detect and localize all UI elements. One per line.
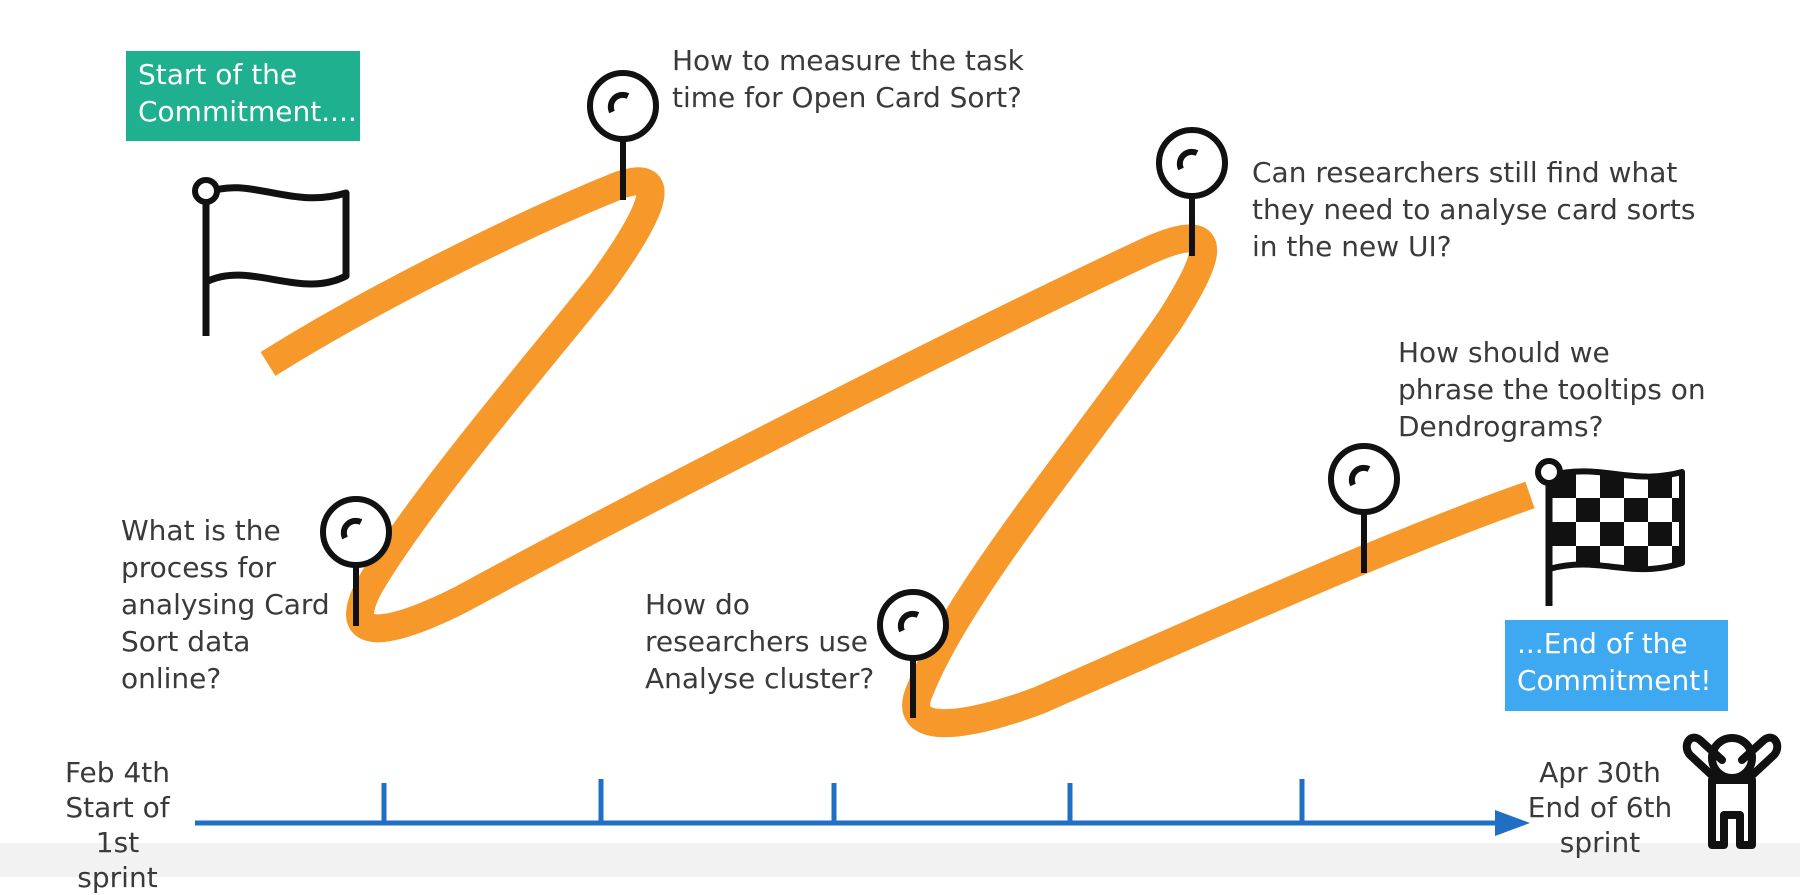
map-pin-icon (320, 496, 392, 626)
map-pin-icon (587, 70, 659, 200)
question-label: What is the process for analysing Card S… (121, 514, 330, 695)
timeline-start-label: Feb 4th Start of 1st sprint (64, 756, 170, 894)
bottom-band (0, 843, 1800, 877)
map-pin-icon (1328, 443, 1400, 573)
checkered-flag-icon (1535, 458, 1685, 606)
celebrating-person-icon (1682, 733, 1782, 849)
start-flag-icon (192, 177, 350, 336)
timeline-axis (195, 779, 1530, 836)
map-pin-icon (1156, 127, 1228, 256)
timeline-end-label: Apr 30th End of 6th sprint (1527, 756, 1673, 859)
question-label: Can researchers still find what they nee… (1252, 156, 1696, 263)
question-label: How to measure the task time for Open Ca… (672, 44, 1024, 114)
question-label: How do researchers use Analyse cluster? (645, 588, 875, 695)
question-label: How should we phrase the tooltips on Den… (1398, 336, 1706, 443)
roadmap-diagram (192, 70, 1782, 849)
end-commitment-label: ...End of the Commitment! (1505, 620, 1728, 711)
roadmap-path (260, 167, 1535, 738)
map-pin-icon (877, 589, 949, 718)
start-commitment-label: Start of the Commitment.... (126, 51, 360, 141)
